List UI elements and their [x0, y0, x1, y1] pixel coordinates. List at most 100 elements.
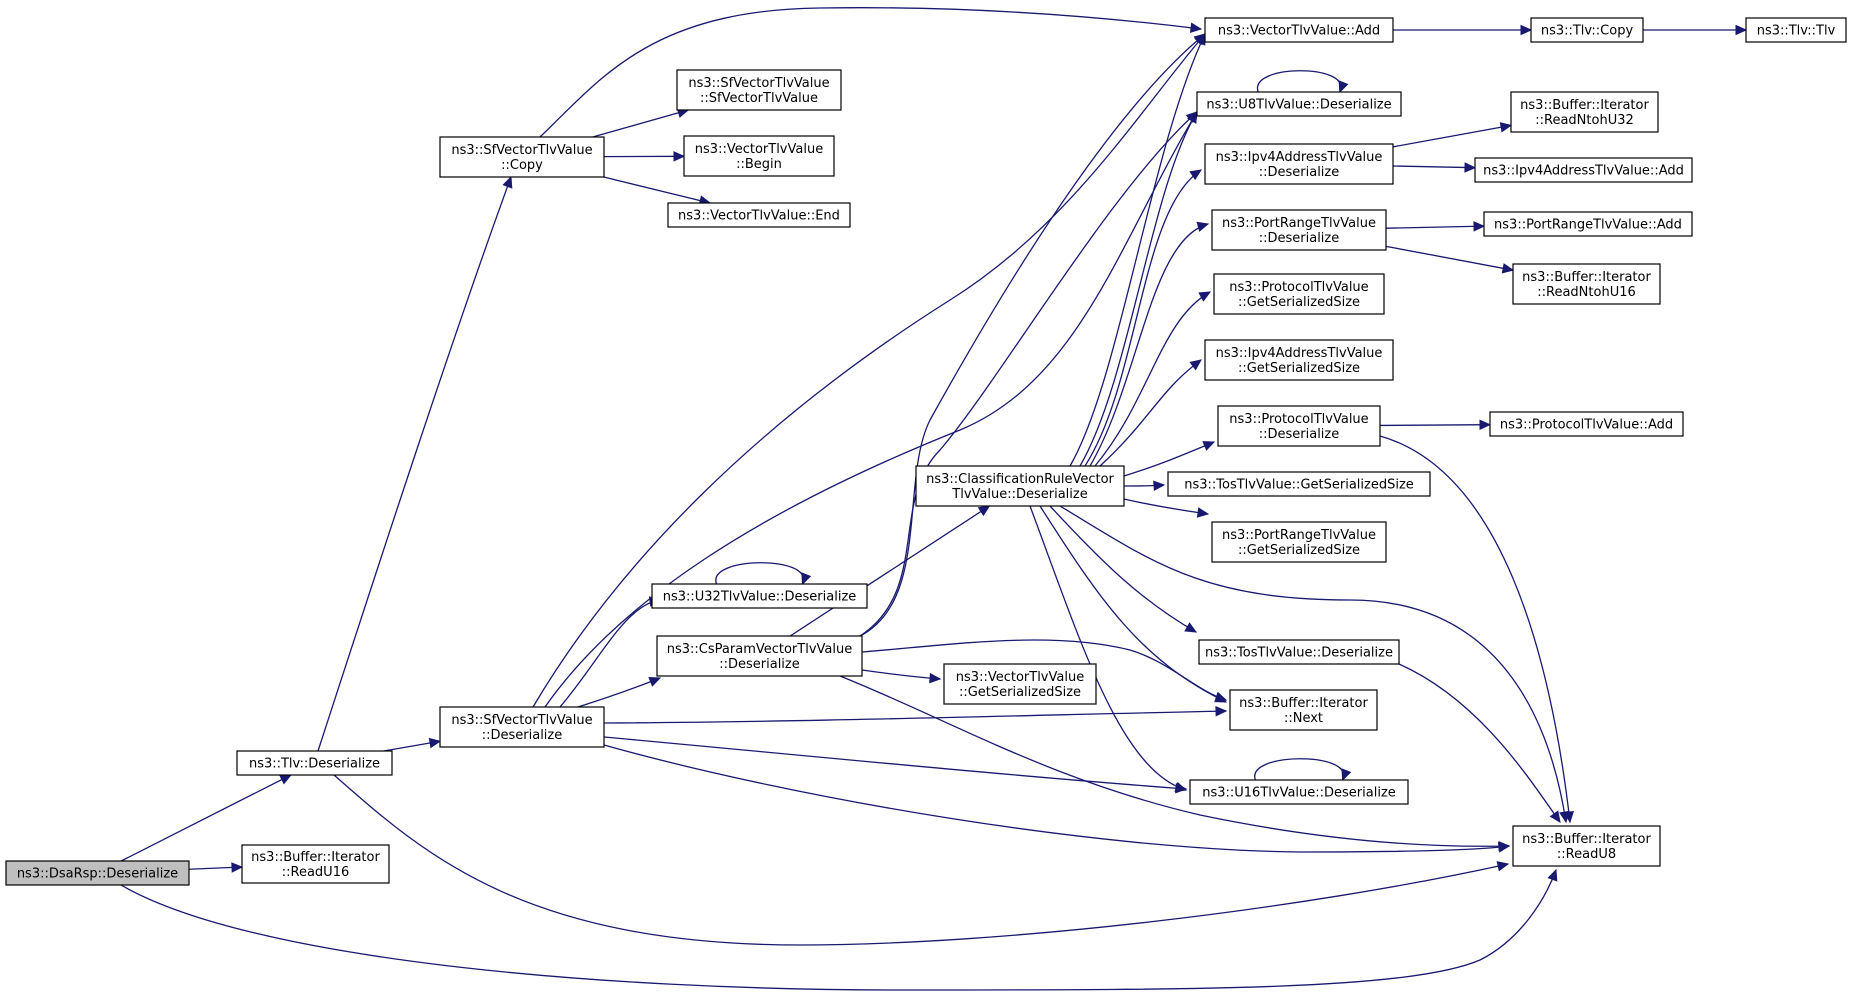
- node-tlvdes-box: [236, 750, 393, 776]
- arrowhead-crdes-to-u16des: [1174, 781, 1188, 793]
- node-ipv4des[interactable]: ns3::Ipv4AddressTlvValue::Deserialize: [1204, 143, 1394, 185]
- node-ipv4size[interactable]: ns3::Ipv4AddressTlvValue::GetSerializedS…: [1204, 339, 1394, 381]
- edge-sfdes-to-u32des: [559, 596, 662, 708]
- node-sfcopy[interactable]: ns3::SfVectorTlvValue::Copy: [439, 136, 605, 178]
- edge-crdes-to-prdes: [1089, 221, 1210, 467]
- node-prsize-label-1: ::GetSerializedSize: [1238, 543, 1360, 558]
- node-crdes[interactable]: ns3::ClassificationRuleVectorTlvValue::D…: [915, 465, 1125, 507]
- node-protdes-label-0: ns3::ProtocolTlvValue: [1229, 412, 1368, 427]
- node-protdes[interactable]: ns3::ProtocolTlvValue::Deserialize: [1217, 405, 1381, 447]
- arrowhead-protdes-to-readu8: [1563, 810, 1575, 824]
- node-vsize[interactable]: ns3::VectorTlvValue::GetSerializedSize: [943, 663, 1097, 705]
- edge-ipv4des-to-rd32: [1392, 122, 1513, 148]
- edge-crdes-to-next: [1039, 505, 1228, 703]
- node-dsarsp-box: [5, 860, 190, 886]
- arrowhead-csdes-to-vsize: [929, 672, 942, 684]
- node-protsize-box: [1213, 273, 1385, 315]
- node-ipv4add-label-0: ns3::Ipv4AddressTlvValue::Add: [1483, 164, 1684, 179]
- edge-prdes-to-rd16: [1385, 245, 1515, 274]
- node-tlvcopy[interactable]: ns3::Tlv::Copy: [1530, 17, 1644, 43]
- arrowhead-sfcopy-to-vbegin: [673, 151, 686, 162]
- edge-tlvdes-to-readu8: [333, 774, 1510, 946]
- arrowhead-u16des-to-u16des: [1341, 768, 1352, 782]
- node-rd16-label-1: ::ReadNtohU16: [1537, 285, 1636, 300]
- node-prsize-label-0: ns3::PortRangeTlvValue: [1222, 528, 1376, 543]
- edge-u8des-to-u8des: [1257, 70, 1349, 94]
- node-csdes-box: [656, 635, 863, 677]
- arrowhead-crdes-to-tosdes: [1184, 622, 1198, 633]
- arrowhead-csdes-to-crdes: [977, 505, 991, 517]
- arrowhead-crdes-to-u8des: [1187, 110, 1198, 124]
- arrowhead-crdes-to-ipv4size: [1189, 359, 1202, 371]
- node-sfdes[interactable]: ns3::SfVectorTlvValue::Deserialize: [439, 706, 605, 748]
- arrowhead-dsarsp-to-bufru16: [231, 862, 244, 873]
- node-protadd[interactable]: ns3::ProtocolTlvValue::Add: [1489, 411, 1684, 437]
- node-ipv4des-box: [1204, 143, 1394, 185]
- edge-protdes-to-protadd: [1379, 419, 1492, 431]
- node-bufru16-label-1: ::ReadU16: [282, 865, 349, 880]
- node-vend-box: [667, 202, 851, 228]
- edge-dsarsp-to-readu8: [120, 868, 1558, 991]
- node-u8des[interactable]: ns3::U8TlvValue::Deserialize: [1196, 91, 1402, 117]
- arrowhead-crdes-to-ipv4des: [1189, 169, 1203, 181]
- arrowhead-ipv4des-to-rd32: [1499, 122, 1513, 133]
- node-u16des-label-0: ns3::U16TlvValue::Deserialize: [1202, 786, 1396, 801]
- node-prdes-label-0: ns3::PortRangeTlvValue: [1222, 216, 1376, 231]
- node-ipv4des-label-1: ::Deserialize: [1259, 165, 1340, 180]
- arrowhead-tosdes-to-readu8: [1549, 810, 1561, 823]
- node-tosdes[interactable]: ns3::TosTlvValue::Deserialize: [1198, 639, 1400, 665]
- node-prdes[interactable]: ns3::PortRangeTlvValue::Deserialize: [1211, 209, 1387, 251]
- node-ipv4add[interactable]: ns3::Ipv4AddressTlvValue::Add: [1474, 157, 1693, 183]
- node-ipv4size-label-1: ::GetSerializedSize: [1238, 361, 1360, 376]
- node-sfdes-box: [439, 706, 605, 748]
- edge-crdes-to-vadd: [1069, 32, 1206, 467]
- node-protdes-box: [1217, 405, 1381, 447]
- node-tlvtlv[interactable]: ns3::Tlv::Tlv: [1745, 17, 1847, 43]
- node-vadd[interactable]: ns3::VectorTlvValue::Add: [1204, 17, 1394, 43]
- node-csdes[interactable]: ns3::CsParamVectorTlvValue::Deserialize: [656, 635, 863, 677]
- node-readu8-label-0: ns3::Buffer::Iterator: [1522, 832, 1651, 847]
- node-next[interactable]: ns3::Buffer::Iterator::Next: [1229, 689, 1378, 731]
- edge-crdes-to-u8des: [1079, 110, 1198, 467]
- node-dsarsp[interactable]: ns3::DsaRsp::Deserialize: [5, 860, 190, 886]
- edge-crdes-to-prsize: [1123, 498, 1210, 518]
- node-pradd[interactable]: ns3::PortRangeTlvValue::Add: [1483, 211, 1693, 237]
- node-vbegin-box: [683, 135, 835, 177]
- node-pradd-box: [1483, 211, 1693, 237]
- node-rd32[interactable]: ns3::Buffer::Iterator::ReadNtohU32: [1510, 91, 1659, 133]
- node-readu8[interactable]: ns3::Buffer::Iterator::ReadU8: [1512, 825, 1661, 867]
- edge-sfdes-to-csdes: [577, 677, 662, 708]
- node-protsize-label-0: ns3::ProtocolTlvValue: [1229, 280, 1368, 295]
- node-vsize-label-1: ::GetSerializedSize: [959, 685, 1081, 700]
- edge-tlvcopy-to-tlvtlv: [1643, 24, 1748, 36]
- node-u8des-box: [1196, 91, 1402, 117]
- node-rd16[interactable]: ns3::Buffer::Iterator::ReadNtohU16: [1512, 263, 1661, 305]
- node-dsarsp-label-0: ns3::DsaRsp::Deserialize: [17, 867, 178, 882]
- node-tlvtlv-box: [1745, 17, 1847, 43]
- arrowhead-dsarsp-to-tlvdes: [279, 774, 292, 785]
- node-prdes-label-1: ::Deserialize: [1259, 231, 1340, 246]
- node-sfctor[interactable]: ns3::SfVectorTlvValue::SfVectorTlvValue: [676, 69, 842, 111]
- edge-sfdes-to-u8des: [544, 110, 1198, 708]
- node-u32des[interactable]: ns3::U32TlvValue::Deserialize: [651, 583, 868, 609]
- node-next-label-0: ns3::Buffer::Iterator: [1239, 696, 1368, 711]
- node-vsize-label-0: ns3::VectorTlvValue: [956, 670, 1084, 685]
- node-crdes-box: [915, 465, 1125, 507]
- node-rd32-box: [1510, 91, 1659, 133]
- node-protsize[interactable]: ns3::ProtocolTlvValue::GetSerializedSize: [1213, 273, 1385, 315]
- arrowhead-sfcopy-to-vadd: [1189, 22, 1203, 33]
- node-tlvcopy-box: [1530, 17, 1644, 43]
- edge-crdes-to-u16des: [1029, 505, 1188, 793]
- edge-tosdes-to-readu8: [1398, 663, 1561, 823]
- arrowhead-crdes-to-protsize: [1198, 291, 1212, 302]
- edge-sfcopy-to-vbegin: [603, 151, 686, 162]
- node-u16des[interactable]: ns3::U16TlvValue::Deserialize: [1189, 779, 1409, 805]
- node-prsize[interactable]: ns3::PortRangeTlvValue::GetSerializedSiz…: [1211, 521, 1387, 563]
- arrowhead-prdes-to-rd16: [1501, 263, 1515, 274]
- node-vend[interactable]: ns3::VectorTlvValue::End: [667, 202, 851, 228]
- node-tlvcopy-label-0: ns3::Tlv::Copy: [1541, 24, 1634, 39]
- node-bufru16[interactable]: ns3::Buffer::Iterator::ReadU16: [241, 844, 390, 884]
- node-vbegin[interactable]: ns3::VectorTlvValue::Begin: [683, 135, 835, 177]
- node-tossize[interactable]: ns3::TosTlvValue::GetSerializedSize: [1167, 471, 1431, 497]
- node-tlvdes[interactable]: ns3::Tlv::Deserialize: [236, 750, 393, 776]
